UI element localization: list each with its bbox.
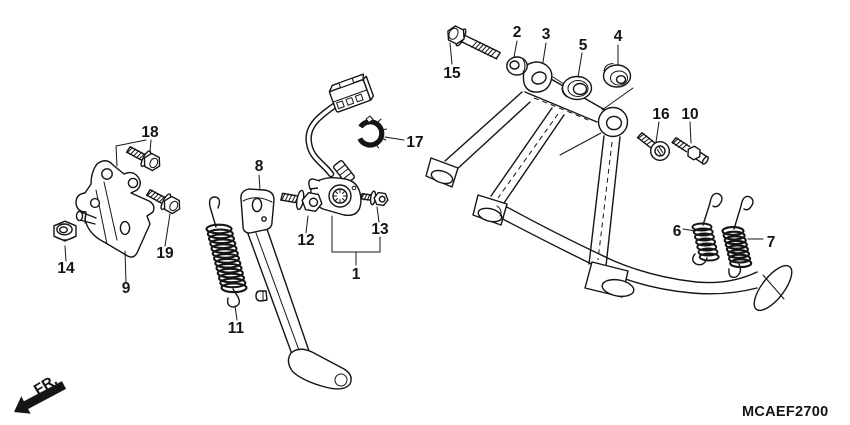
callout-8: 8 [255,158,264,175]
socket-bolt-16 [636,132,671,162]
callout-10: 10 [681,106,698,123]
callout-labels: 1 2 3 4 5 6 7 8 9 10 11 12 13 14 15 16 1… [57,24,775,337]
diagram-code: MCAEF2700 [742,404,829,420]
callout-15: 15 [443,65,461,82]
collar-5 [561,75,593,101]
callout-11: 11 [228,320,245,337]
flange-bolt-15 [447,25,501,60]
callout-leader-lines [64,40,764,321]
flange-bolt-13 [360,190,389,207]
switch-connector [328,73,375,113]
spring-7 [721,195,754,279]
flange-nut-14 [53,220,77,242]
side-stand-8 [240,188,352,390]
callout-14: 14 [57,260,75,277]
callout-4: 4 [614,28,623,45]
callout-5: 5 [579,37,588,54]
callout-12: 12 [297,232,314,249]
adjust-bolt-10 [671,136,709,165]
collar-2 [506,56,528,76]
callout-17: 17 [406,134,423,151]
fr-arrow-icon [14,381,67,414]
fr-direction-indicator: FR. [14,372,67,414]
mount-bracket-9 [75,160,155,258]
callout-6: 6 [673,223,682,240]
fr-label: FR. [31,372,60,399]
callout-2: 2 [513,24,522,41]
spring-11 [205,196,248,308]
callout-16: 16 [652,106,670,123]
callout-18: 18 [141,124,159,141]
center-stand [425,61,793,312]
callout-19: 19 [156,245,174,262]
callout-7: 7 [767,234,776,251]
callout-13: 13 [371,221,389,238]
callout-1: 1 [352,266,361,283]
flange-bolt-18 [125,146,161,172]
grommet-4 [602,63,632,88]
side-stand-switch-assembly [305,73,381,266]
flange-bolt-19 [145,189,181,215]
spring-6 [691,192,723,266]
harness-clamp-17 [357,115,388,149]
flange-bolt-12 [280,189,323,213]
callout-3: 3 [542,26,551,43]
callout-9: 9 [122,280,131,297]
